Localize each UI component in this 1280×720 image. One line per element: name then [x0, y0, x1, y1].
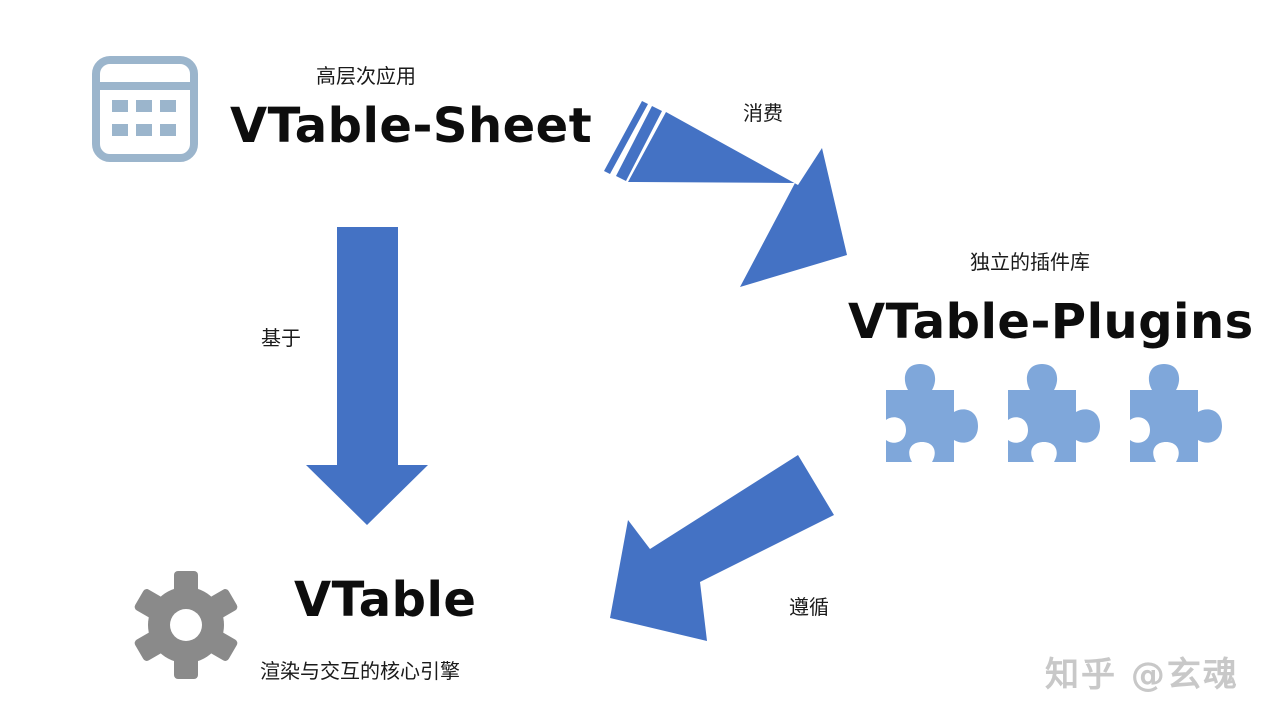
- arrow-sheet-to-vtable: [306, 227, 428, 525]
- vtable-title: VTable: [294, 572, 477, 628]
- plugins-title: VTable-Plugins: [848, 294, 1254, 350]
- arrow-sheet-to-plugins: [604, 101, 847, 287]
- plugins-caption: 独立的插件库: [970, 250, 1090, 274]
- puzzle-piece-icon: [886, 364, 978, 462]
- label-consume: 消费: [743, 101, 783, 125]
- sheet-title: VTable-Sheet: [230, 98, 593, 154]
- vtable-caption: 渲染与交互的核心引擎: [260, 659, 460, 683]
- label-follow: 遵循: [789, 595, 829, 619]
- arrow-plugins-to-vtable: [610, 455, 834, 641]
- puzzle-piece-icon: [1008, 364, 1100, 462]
- label-based-on: 基于: [261, 326, 301, 350]
- puzzle-piece-icon: [1130, 364, 1222, 462]
- watermark: 知乎 @玄魂: [1045, 655, 1239, 695]
- spreadsheet-grid-icon: [92, 56, 198, 162]
- puzzle-pieces: [886, 364, 1222, 462]
- sheet-caption: 高层次应用: [316, 64, 416, 88]
- gear-icon: [134, 571, 238, 679]
